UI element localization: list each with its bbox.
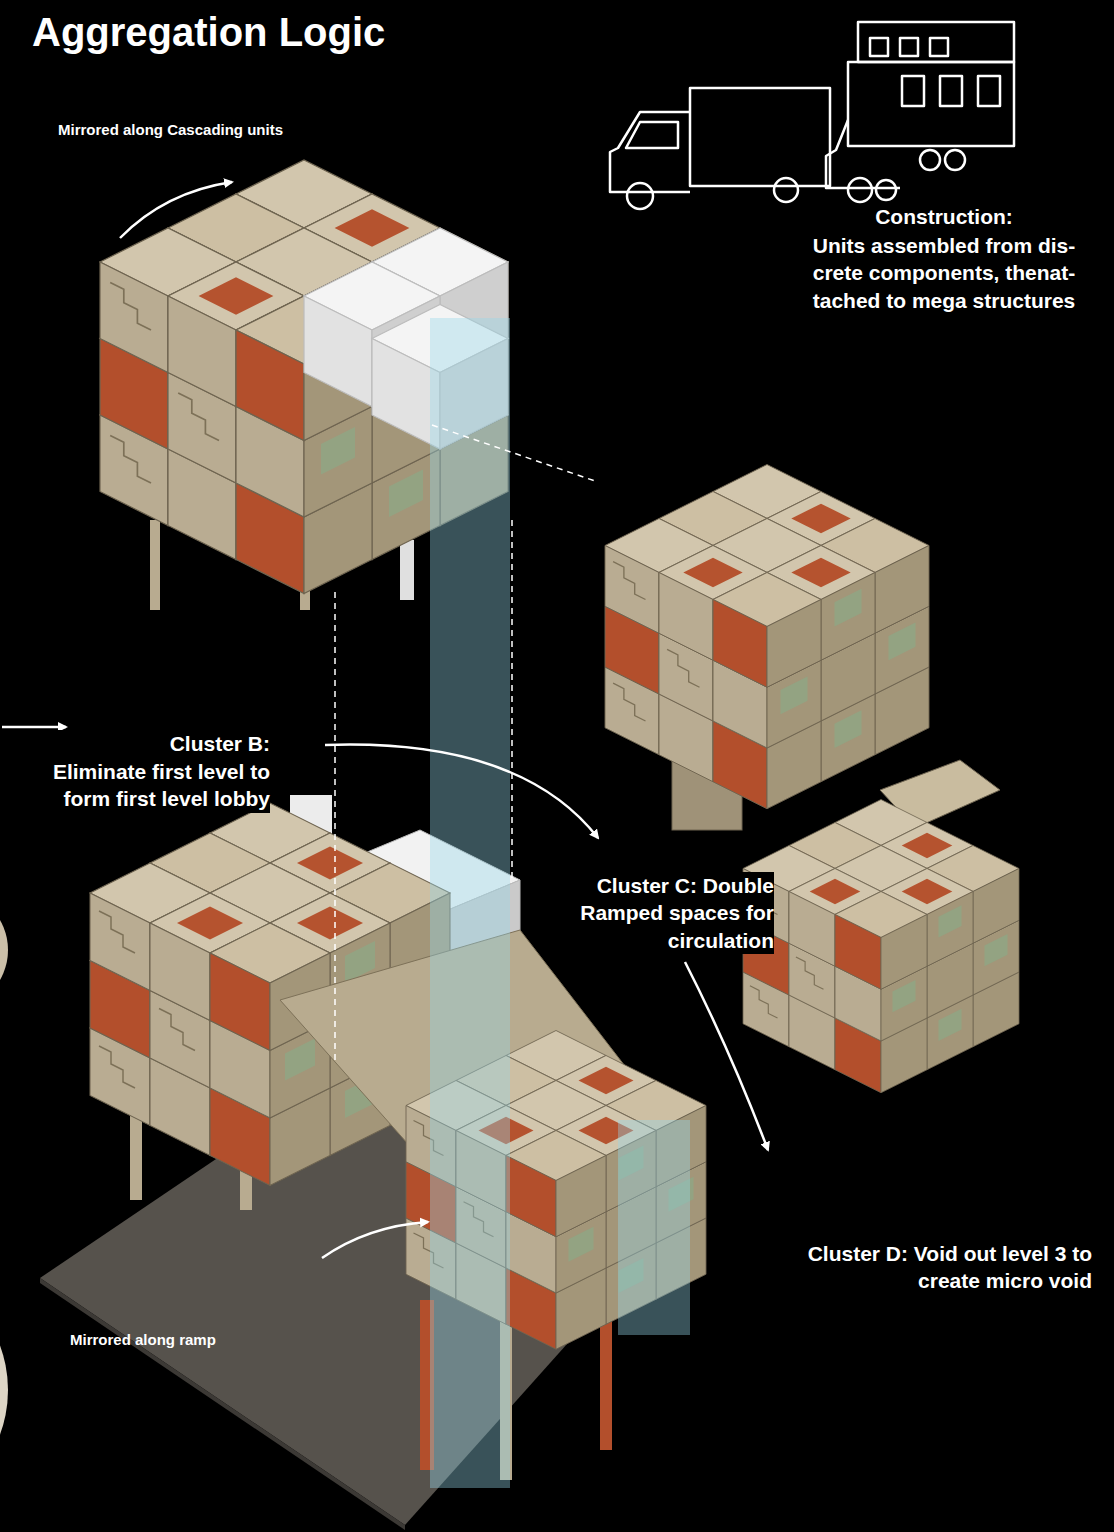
annotation-label: Units assembled from dis- crete componen… [785,232,1103,314]
annotation-label: Cluster D: Void out level 3 to create mi… [762,1240,1092,1295]
annotation-label: Construction: [785,203,1103,230]
annotation-label: Cluster B: [4,730,270,757]
annotation-label: Eliminate first level to form first leve… [4,758,270,813]
annotation-label: Mirrored along ramp [70,1330,216,1350]
annotation-label: Cluster C: Double Ramped spaces for circ… [566,872,774,954]
diagram-title: Aggregation Logic [32,6,385,58]
annotation-label: Mirrored along Cascading units [58,120,283,140]
